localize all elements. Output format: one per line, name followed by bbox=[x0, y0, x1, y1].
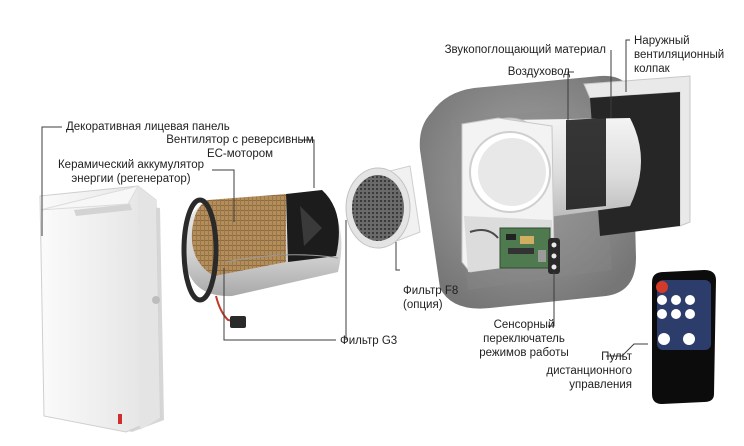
leader-air-duct bbox=[567, 71, 574, 124]
leader-decorative-panel bbox=[41, 126, 62, 236]
remote-control bbox=[652, 270, 716, 404]
label-filter-g3: Фильтр G3 bbox=[340, 335, 398, 347]
recovery-icon bbox=[683, 333, 695, 345]
ventilation-icon bbox=[658, 333, 670, 345]
label-outer-hood: Наружный вентиляционный колпак bbox=[634, 35, 725, 75]
speed-2-icon bbox=[671, 295, 681, 305]
label-ceramic-accumulator: Керамический аккумулятор энергии (регене… bbox=[57, 159, 205, 185]
label-decorative-panel: Декоративная лицевая панель bbox=[66, 121, 230, 133]
power-connector bbox=[230, 316, 246, 328]
decorative-front-panel bbox=[39, 185, 164, 433]
leader-fan bbox=[300, 139, 315, 188]
label-sensor-switch: Сенсорный переключатель режимов работы bbox=[479, 319, 569, 359]
label-filter-f8: Фильтр F8 (опция) bbox=[403, 285, 459, 311]
regenerator-cylinder bbox=[181, 190, 342, 328]
status-indicator bbox=[118, 414, 122, 424]
sensor-switch bbox=[548, 238, 560, 274]
power-icon bbox=[656, 281, 668, 293]
night-icon bbox=[685, 309, 695, 319]
mode-icon bbox=[657, 309, 667, 319]
label-remote: Пульт дистанционного управления bbox=[546, 351, 632, 391]
filter-f8 bbox=[345, 165, 421, 249]
leader-lines bbox=[41, 39, 648, 357]
leader-filter-f8 bbox=[395, 242, 400, 271]
leader-outer-hood bbox=[625, 39, 630, 92]
leader-sensor-switch bbox=[548, 272, 555, 327]
auto-icon bbox=[671, 309, 681, 319]
leader-ceramic bbox=[212, 169, 235, 222]
leader-remote bbox=[606, 343, 648, 357]
label-air-duct: Воздуховод bbox=[507, 66, 570, 78]
speed-3-icon bbox=[685, 295, 695, 305]
label-fan: Вентилятор с реверсивным EC-мотором bbox=[166, 134, 314, 160]
sound-absorbing-layer bbox=[566, 118, 606, 210]
speed-1-icon bbox=[657, 295, 667, 305]
label-sound-absorbing: Звукопоглощающий материал bbox=[444, 44, 606, 56]
control-board bbox=[469, 227, 551, 269]
leader-filter-g3 bbox=[223, 268, 336, 341]
